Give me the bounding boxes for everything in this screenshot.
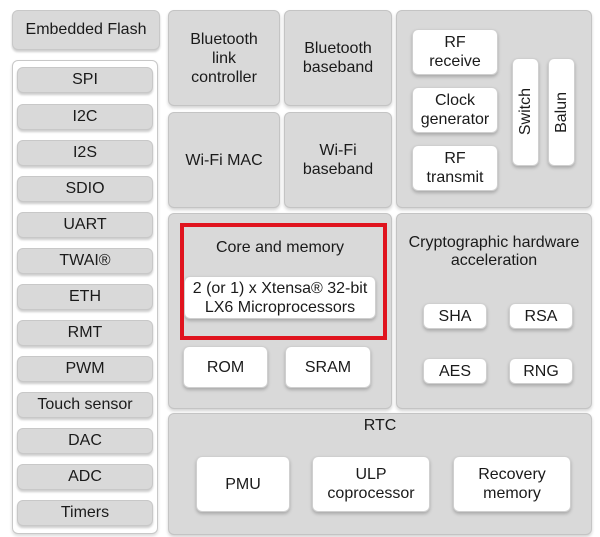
peripheral-label: I2C <box>72 108 98 125</box>
bluetooth-link-controller-label: Bluetooth link controller <box>190 30 258 86</box>
embedded-flash-block: Embedded Flash <box>12 10 160 50</box>
peripheral-dac: DAC <box>17 428 153 454</box>
peripheral-label: SDIO <box>65 180 105 197</box>
pmu-label: PMU <box>225 475 261 493</box>
core-memory-title: Core and memory <box>215 239 345 256</box>
recovery-memory-label: Recovery memory <box>478 466 546 502</box>
rng-label: RNG <box>523 362 559 380</box>
clock-generator-label: Clock generator <box>420 92 490 128</box>
sha: SHA <box>423 303 487 329</box>
peripheral-label: TWAI® <box>59 252 111 269</box>
rom: ROM <box>183 346 268 388</box>
peripheral-i2c: I2C <box>17 104 153 130</box>
recovery-memory: Recovery memory <box>453 456 571 512</box>
rf-receive: RF receive <box>412 29 498 75</box>
peripheral-label: DAC <box>68 432 102 449</box>
switch-label: Switch <box>517 88 534 136</box>
rtc-title: RTC <box>363 417 397 434</box>
core-highlight-frame <box>180 223 387 340</box>
ulp-coprocessor-label: ULP coprocessor <box>327 466 415 502</box>
sha-label: SHA <box>438 307 472 325</box>
peripheral-label: ETH <box>69 288 101 305</box>
rsa: RSA <box>509 303 573 329</box>
embedded-flash-label: Embedded Flash <box>25 21 147 38</box>
xtensa-cpu: 2 (or 1) x Xtensa® 32-bit LX6 Microproce… <box>184 276 376 319</box>
rom-label: ROM <box>206 358 245 376</box>
peripheral-label: RMT <box>67 324 103 341</box>
pmu: PMU <box>196 456 290 512</box>
peripheral-spi: SPI <box>17 67 153 93</box>
peripheral-label: ADC <box>68 468 102 485</box>
ulp-coprocessor: ULP coprocessor <box>312 456 430 512</box>
peripheral-twai: TWAI® <box>17 248 153 274</box>
peripheral-eth: ETH <box>17 284 153 310</box>
peripheral-uart: UART <box>17 212 153 238</box>
rf-receive-label: RF receive <box>429 34 481 70</box>
peripheral-rmt: RMT <box>17 320 153 346</box>
balun-label: Balun <box>553 91 570 133</box>
peripheral-adc: ADC <box>17 464 153 490</box>
peripheral-timers: Timers <box>17 500 153 526</box>
wifi-baseband-label: Wi-Fi baseband <box>302 142 374 178</box>
peripheral-label: Touch sensor <box>37 396 133 413</box>
switch: Switch <box>512 58 539 166</box>
peripheral-label: I2S <box>72 144 97 161</box>
clock-generator: Clock generator <box>412 87 498 133</box>
rf-transmit-label: RF transmit <box>426 150 484 186</box>
sram-label: SRAM <box>304 358 352 376</box>
peripheral-touch-sensor: Touch sensor <box>17 392 153 418</box>
bluetooth-baseband-label: Bluetooth baseband <box>302 40 374 76</box>
peripheral-label: Timers <box>60 504 110 521</box>
wifi-mac-label: Wi-Fi MAC <box>185 151 263 169</box>
bluetooth-baseband: Bluetooth baseband <box>284 10 392 106</box>
peripheral-label: PWM <box>65 360 105 377</box>
peripheral-label: UART <box>63 216 107 233</box>
crypto-title: Cryptographic hardware acceleration <box>408 234 580 269</box>
wifi-mac: Wi-Fi MAC <box>168 112 280 208</box>
peripheral-sdio: SDIO <box>17 176 153 202</box>
peripheral-pwm: PWM <box>17 356 153 382</box>
wifi-baseband: Wi-Fi baseband <box>284 112 392 208</box>
sram: SRAM <box>285 346 371 388</box>
peripheral-label: SPI <box>72 71 98 88</box>
rsa-label: RSA <box>524 307 558 325</box>
xtensa-cpu-label: 2 (or 1) x Xtensa® 32-bit LX6 Microproce… <box>192 279 368 316</box>
rng: RNG <box>509 358 573 384</box>
aes: AES <box>423 358 487 384</box>
peripheral-i2s: I2S <box>17 140 153 166</box>
balun: Balun <box>548 58 575 166</box>
rf-transmit: RF transmit <box>412 145 498 191</box>
bluetooth-link-controller: Bluetooth link controller <box>168 10 280 106</box>
aes-label: AES <box>438 362 471 380</box>
